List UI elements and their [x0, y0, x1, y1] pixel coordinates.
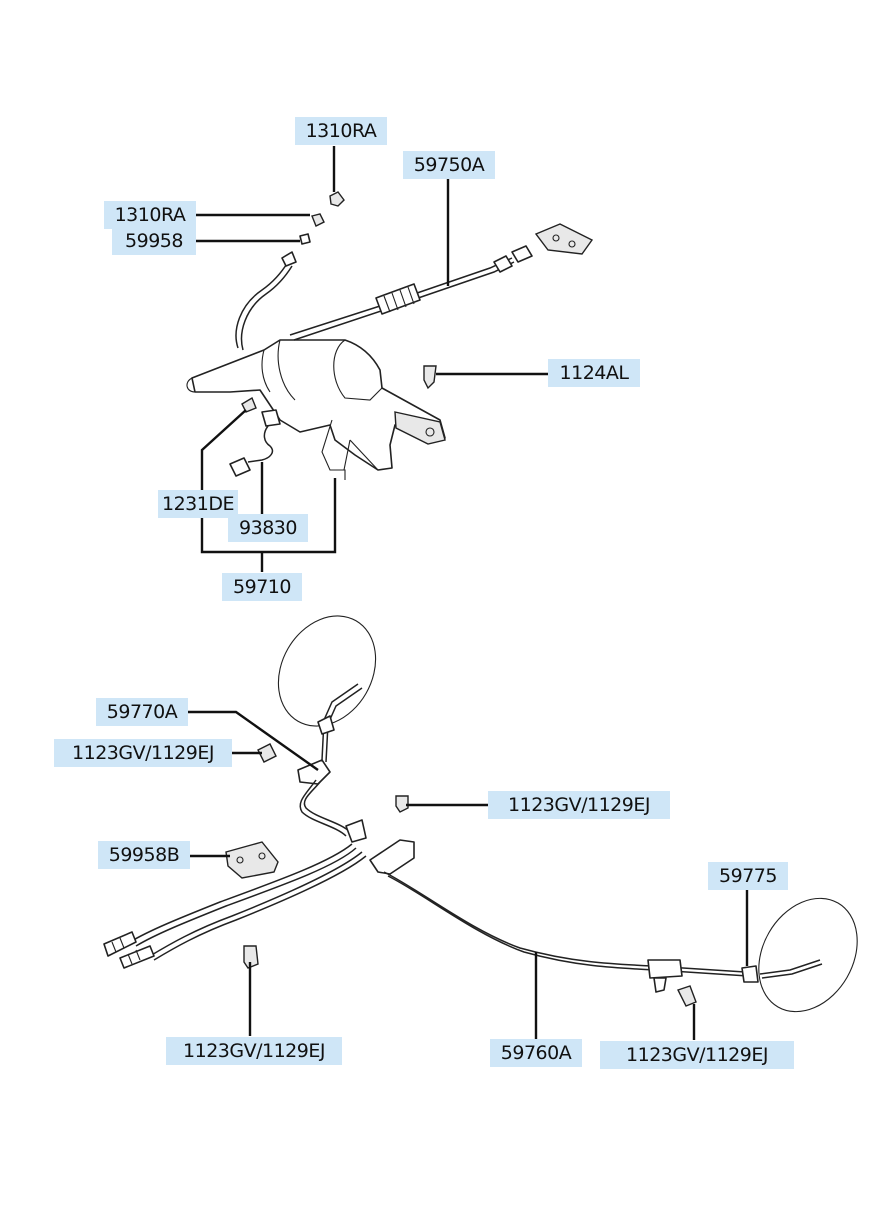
small-fasteners-top	[281, 191, 437, 390]
callout-1123gv-center: 1123GV/1129EJ	[488, 791, 670, 819]
callout-59710: 59710	[222, 573, 302, 601]
equalizer-cables	[103, 839, 415, 969]
left-brake-drum	[277, 615, 377, 763]
callout-1124al: 1124AL	[548, 359, 640, 387]
callout-59958: 59958	[112, 227, 196, 255]
lower-leaders	[188, 710, 749, 1040]
callout-1123gv-bottom-right: 1123GV/1129EJ	[600, 1041, 794, 1069]
cable-59770a	[257, 743, 367, 843]
main-cable-59750a	[289, 223, 594, 341]
callout-59775: 59775	[708, 862, 788, 890]
callout-1123gv-bottom-left: 1123GV/1129EJ	[166, 1037, 342, 1065]
upper-leaders	[196, 146, 548, 572]
parking-brake-lever	[186, 261, 446, 480]
callout-1310ra-mid: 1310RA	[104, 201, 196, 229]
callout-59750a: 59750A	[403, 151, 495, 179]
callout-1231de: 1231DE	[158, 490, 238, 518]
callout-59760a: 59760A	[490, 1039, 582, 1067]
callout-59958b: 59958B	[98, 841, 190, 869]
callout-59770a: 59770A	[96, 698, 188, 726]
callout-1123gv-left: 1123GV/1129EJ	[54, 739, 232, 767]
callout-93830: 93830	[228, 514, 308, 542]
switch-and-wire	[229, 396, 281, 477]
bracket-59958b	[225, 841, 279, 879]
right-brake-drum	[758, 897, 858, 1013]
cable-59760a	[383, 871, 759, 993]
bolts-lower	[243, 795, 697, 1007]
callout-1310ra-top: 1310RA	[295, 117, 387, 145]
